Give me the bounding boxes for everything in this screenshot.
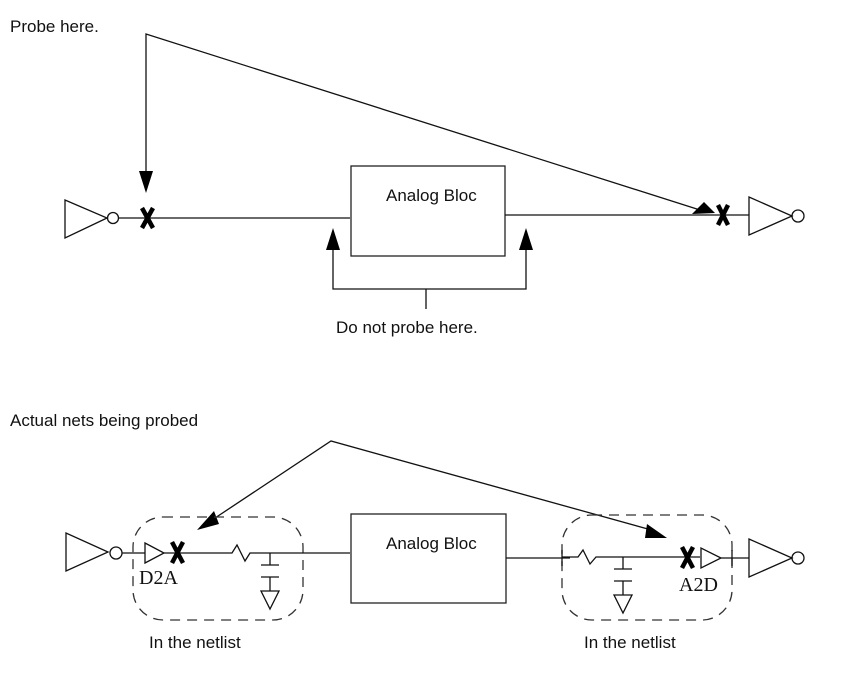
capacitor-ground-right — [612, 557, 634, 615]
do-not-probe-label: Do not probe here. — [336, 318, 478, 337]
resistor-right — [562, 548, 700, 566]
netlist-region-left — [132, 516, 304, 621]
arrowhead-a2d-probe — [645, 524, 667, 538]
inverter-right-bottom — [748, 538, 805, 578]
probe-x-marker-left-top — [140, 206, 155, 230]
inverter-left-bottom — [65, 531, 123, 573]
actual-probe-pointer-lines — [211, 440, 656, 532]
analog-block-bottom-label: Analog Bloc — [386, 534, 477, 553]
arrowhead-left-probe — [139, 171, 153, 193]
probe-x-marker-right-top — [715, 203, 731, 227]
probe-here-label: Probe here. — [10, 17, 99, 36]
analog-block-bottom — [350, 513, 507, 604]
netlist-region-right — [561, 514, 733, 621]
inverter-left-top — [64, 199, 120, 240]
inverter-right-top — [748, 196, 805, 236]
resistor-left — [228, 543, 350, 563]
probe-x-marker-d2a — [170, 540, 185, 565]
arrowhead-no-probe-left — [326, 228, 340, 250]
probe-pointer-lines — [145, 33, 701, 211]
netlist-label-right: In the netlist — [584, 633, 676, 652]
analog-block-top — [350, 165, 506, 257]
netlist-label-left: In the netlist — [149, 633, 241, 652]
arrowhead-no-probe-right — [519, 228, 533, 250]
no-probe-bracket — [332, 248, 527, 290]
a2d-buffer — [700, 546, 723, 570]
capacitor-ground-left — [259, 553, 281, 611]
a2d-label: A2D — [679, 574, 718, 596]
d2a-buffer — [144, 541, 166, 565]
probe-x-marker-a2d — [680, 545, 695, 570]
d2a-label: D2A — [139, 567, 178, 589]
arrowhead-d2a-probe — [197, 511, 219, 530]
analog-block-top-label: Analog Bloc — [386, 186, 477, 205]
actual-nets-label: Actual nets being probed — [10, 411, 198, 430]
arrowhead-right-probe — [692, 202, 715, 214]
